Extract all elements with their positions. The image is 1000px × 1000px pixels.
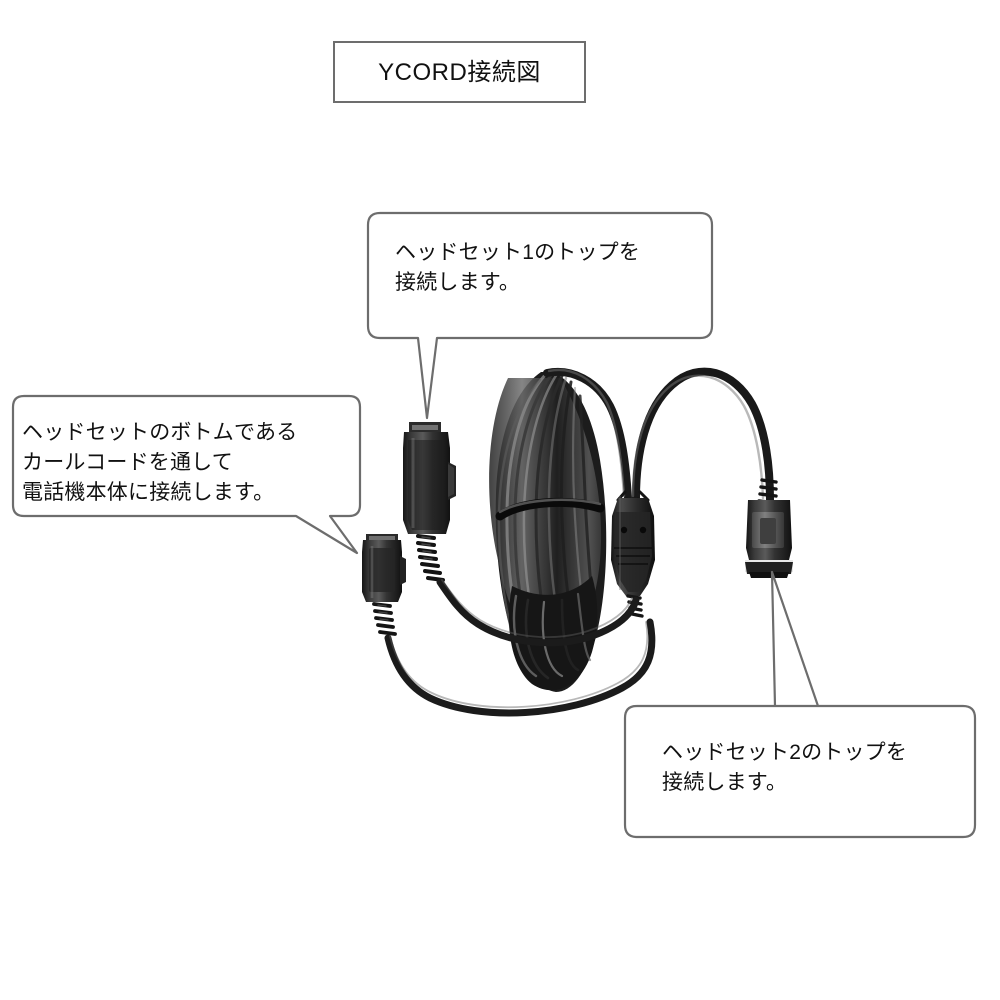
upper-connector-block-hit-area [400,420,458,540]
cable-segment-lower-right [436,578,640,647]
callout-3-hit-area [625,706,975,837]
upper-connector-block [403,422,456,582]
coiled-cable-bundle [489,372,607,692]
callout-2-hit-area [13,396,360,516]
cable-tie [495,497,605,521]
y-splitter-junction-hit-area [608,494,658,600]
title-box-hit-area [333,41,586,103]
left-quick-disconnect-plug-hit-area [360,532,408,606]
right-quick-disconnect-plug-hit-area [744,498,794,580]
callout-1-hit-area [368,213,712,338]
coiled-cable-bundle-hit-area [490,365,606,695]
